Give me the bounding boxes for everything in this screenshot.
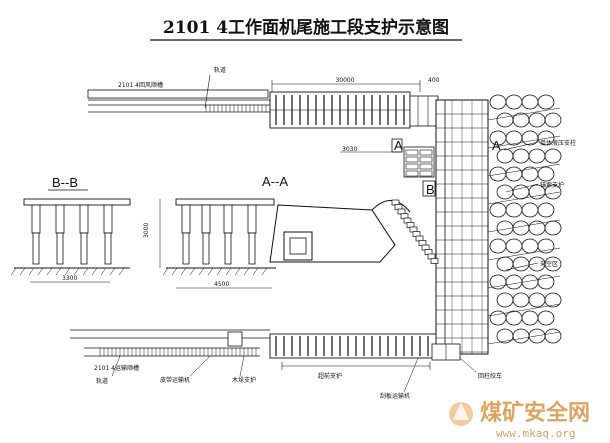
diagram-title: 2101 4工作面机尾施工段支护示意图 [163, 17, 449, 38]
crib-dim-label: 3030 [342, 146, 357, 153]
shearer [269, 199, 439, 264]
b-marker-box: B [426, 182, 435, 197]
upper-roadway-label: 2101 4回风顺槽 [118, 81, 163, 89]
advance-support-label: 超前支护 [318, 372, 342, 380]
wood-crib-label: 木垛支护 [232, 376, 256, 384]
upper-span-right: 400 [428, 77, 440, 84]
belt-label: 皮带运输机 [160, 376, 190, 384]
lower-roadway-label: 2101 4运输顺槽 [94, 364, 139, 372]
goaf-label: 采空区 [540, 260, 558, 268]
lower-rail-label: 轨道 [96, 377, 108, 385]
coal-face: A B [422, 94, 562, 355]
a-marker-right: A [492, 138, 501, 153]
upper-rail-label: 轨道 [214, 66, 226, 74]
section-a-a: A--A 3000 4500 [143, 174, 288, 289]
watermark-url: www.mkaq.org [496, 427, 575, 440]
b-b-label: B--B [52, 175, 78, 190]
section-b-b: B--B 3300 [10, 175, 131, 283]
upper-roadway: 2101 4回风顺槽 轨道 30000 400 [87, 66, 440, 129]
lower-roadway [70, 329, 461, 370]
watermark-text: 煤矿安全网 [480, 400, 590, 426]
crib-cluster: A 3030 [340, 138, 435, 178]
upper-span-dim: 30000 [335, 77, 354, 84]
watermark: 煤矿安全网 www.mkaq.org [449, 400, 590, 440]
a-height-dim: 3000 [143, 223, 150, 238]
anchor-cable-label: 锚索支护 [540, 181, 564, 189]
winch-label: 回柱绞车 [478, 372, 502, 380]
b-width-dim: 3300 [62, 275, 77, 282]
watermark-logo-icon [449, 402, 473, 426]
a-a-label: A--A [262, 174, 288, 189]
scraper-label: 刮板运输机 [380, 392, 410, 400]
a-width-dim: 4500 [214, 281, 229, 288]
a-marker-box: A [394, 138, 403, 153]
hydraulic-support-label: 单体液压支柱 [540, 139, 576, 147]
